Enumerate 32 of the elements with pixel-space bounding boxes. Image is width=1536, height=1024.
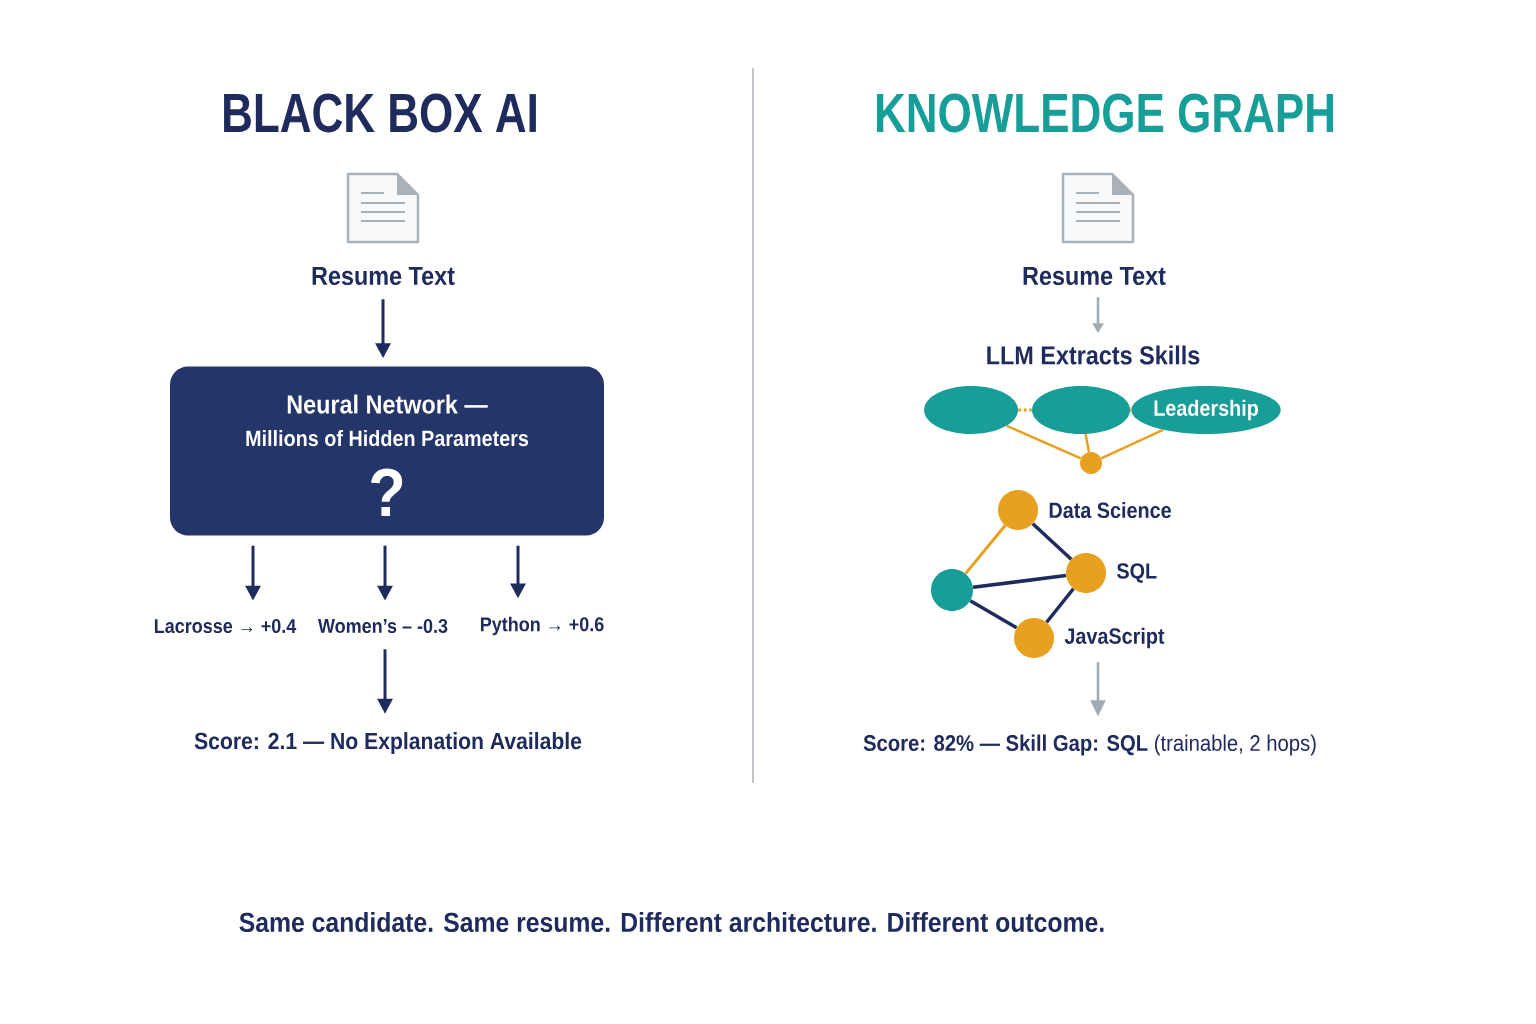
skill-ellipse — [1032, 386, 1130, 434]
connector-line — [969, 599, 1018, 630]
heading: BLACK BOX AI — [224, 93, 536, 133]
skill-ellipse — [924, 386, 1018, 434]
node-label: JavaScript — [1064, 627, 1165, 649]
connector-line — [1018, 408, 1032, 412]
graph-node — [1014, 618, 1054, 658]
process-box: Neural Network — Millions of Hidden Parameters ? — [170, 366, 604, 536]
weight-label: Women’s – -0.3 — [318, 618, 448, 634]
heading: KNOWLEDGE GRAPH — [876, 93, 1333, 133]
graph-node — [931, 569, 973, 611]
connector-line — [1031, 522, 1073, 561]
node-label: LLM Extracts Skills — [987, 345, 1200, 365]
connector-line — [972, 573, 1067, 590]
graph-node — [1066, 553, 1106, 593]
connector-line — [1130, 407, 1132, 413]
node-label: SQL — [1117, 563, 1157, 583]
connector-line — [1084, 433, 1091, 453]
graph-node — [998, 490, 1038, 530]
connector-line — [1045, 587, 1075, 624]
result-text: Score: 82% — Skill Gap: SQL (trainable, 2 hops) — [863, 734, 1316, 756]
node-label: Resume Text — [1023, 266, 1166, 286]
weight-label: Lacrosse → +0.4 — [154, 618, 297, 634]
result-text: Score: 2.1 — No Explanation Available — [194, 732, 582, 754]
connector-line — [1006, 424, 1082, 460]
node-label: Resume Text — [312, 266, 455, 286]
node-label: Data Science — [1049, 501, 1171, 519]
connector-line — [1100, 428, 1164, 460]
connector-line — [964, 524, 1007, 575]
caption: Same candidate. Same resume. Different architecture. Different outcome. — [239, 911, 1104, 933]
weight-label: Python → +0.6 — [480, 616, 604, 636]
junction-dot — [1080, 452, 1102, 474]
